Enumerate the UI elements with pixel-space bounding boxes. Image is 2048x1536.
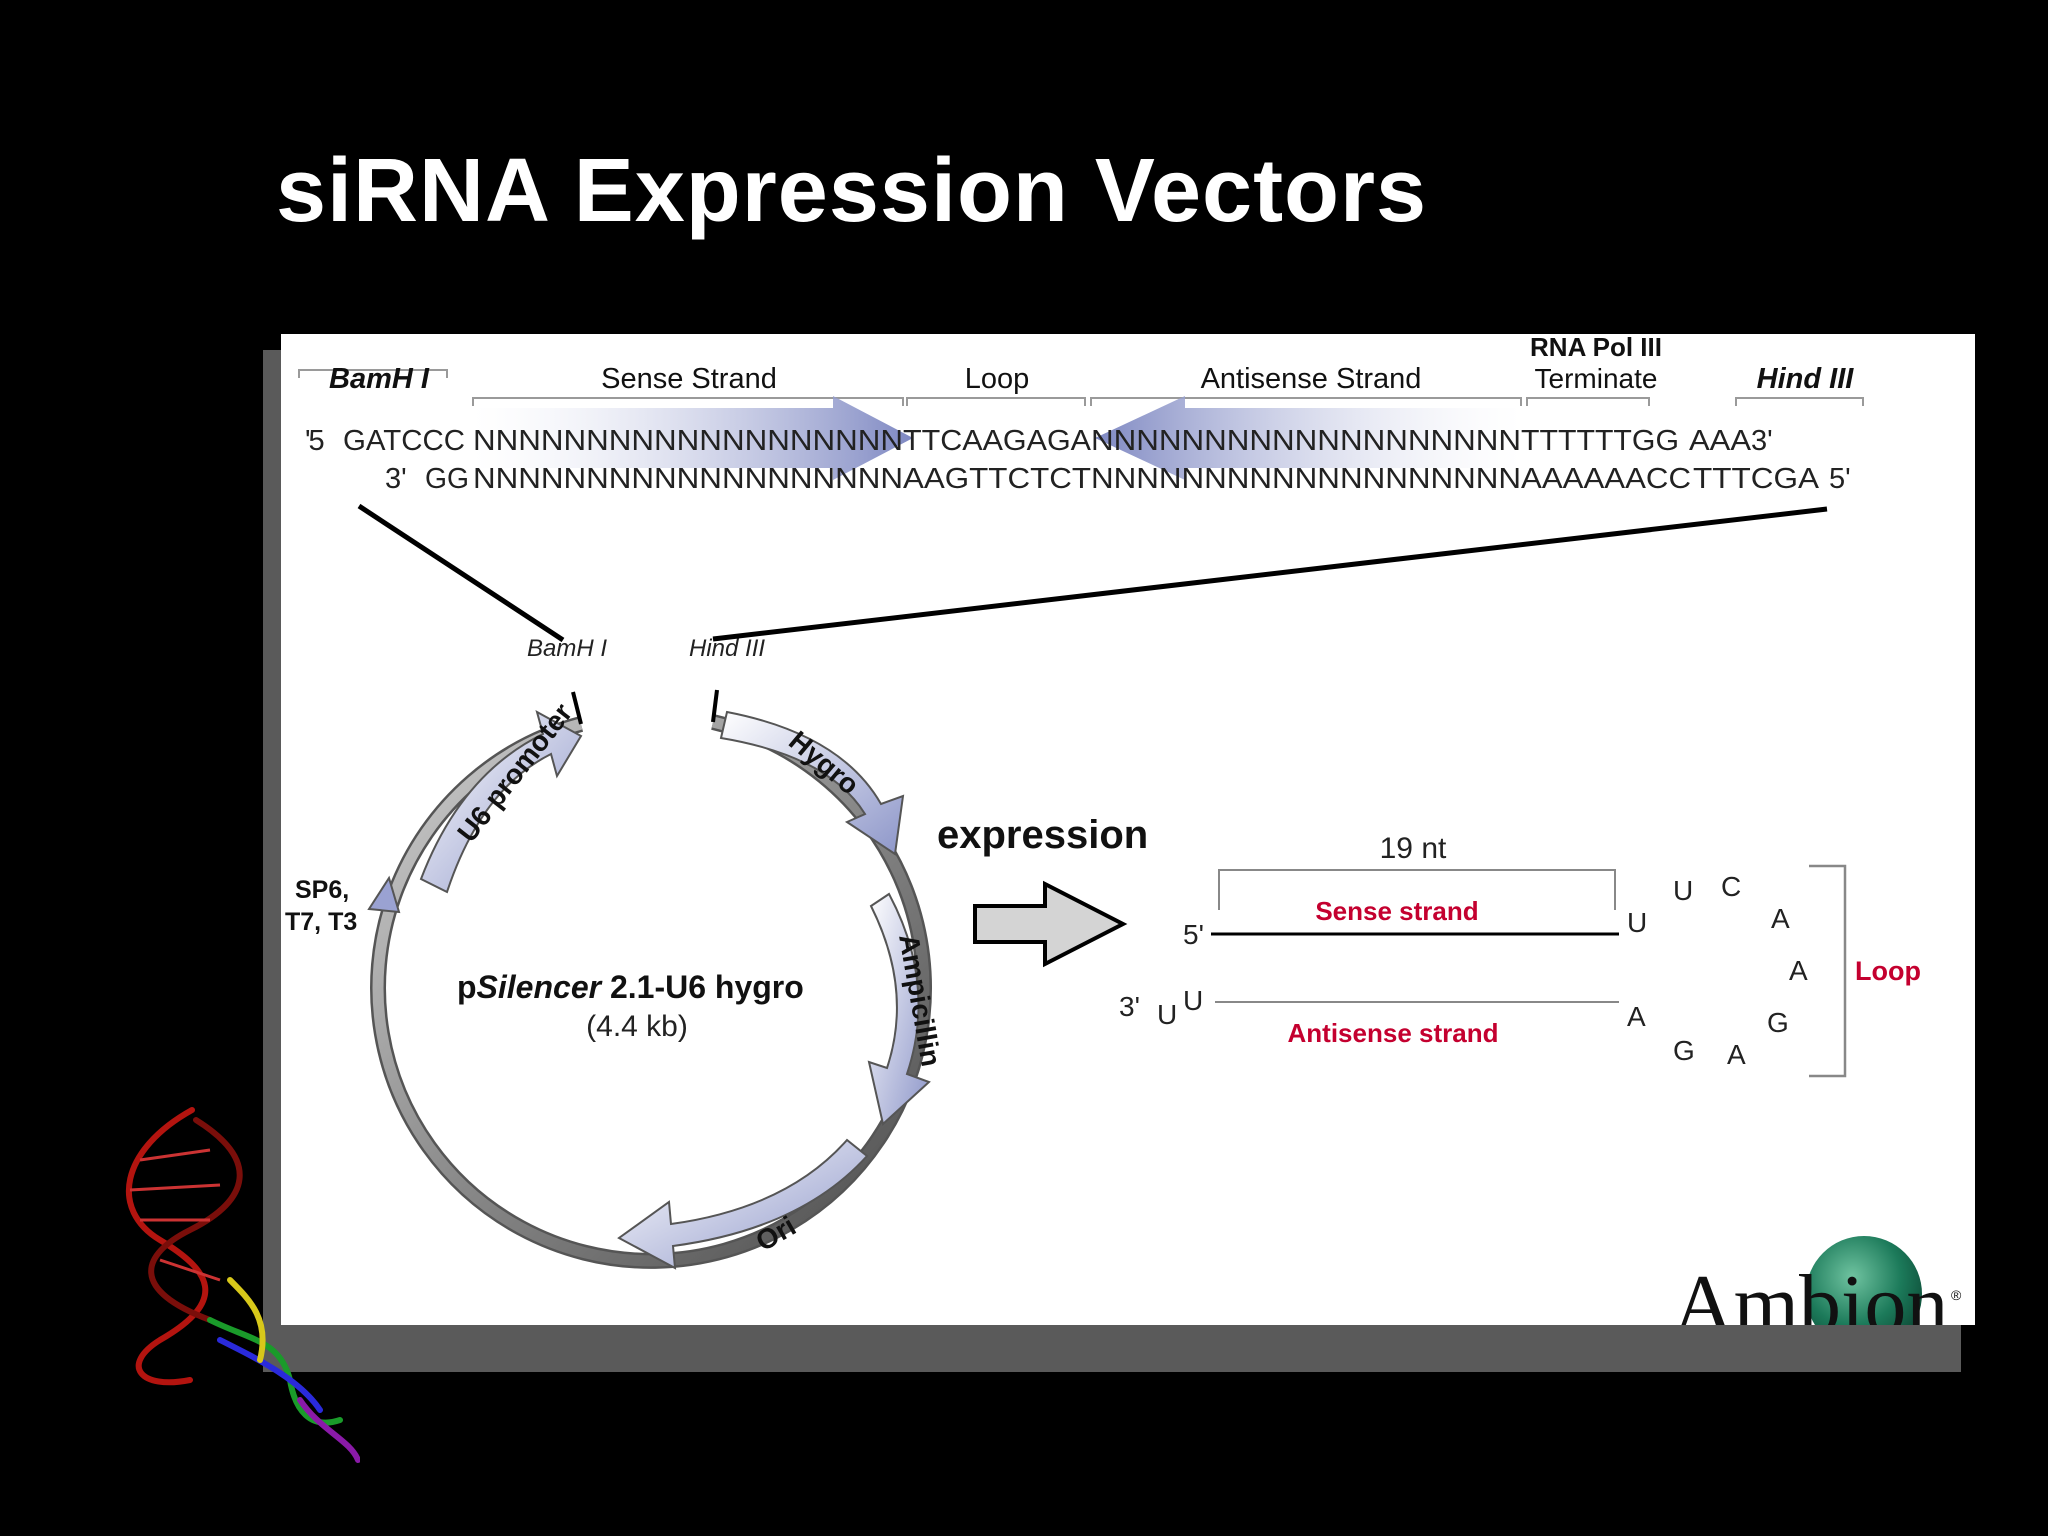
ambion-logo-text: Ambion [1673, 1258, 1948, 1325]
top-strand-loop: TTCAAGAGA [903, 425, 1092, 457]
expression-arrow-icon [973, 880, 1128, 968]
loop-base-9: A [1627, 1001, 1646, 1032]
top-strand-terminator: TTTTTTGG [1521, 425, 1679, 457]
top-strand-5-end: 5' [305, 425, 325, 457]
hygro-feature [719, 710, 905, 856]
antisense-strand-label: Antisense strand [1288, 1018, 1499, 1048]
bamh1-site-tick [571, 691, 583, 725]
length-label: 19 nt [1380, 832, 1447, 865]
loop-base-6: G [1767, 1007, 1789, 1038]
bottom-strand-terminator: AAAAAACC [1521, 463, 1691, 495]
bottom-strand-hind3: TTTCGA [1693, 463, 1820, 495]
promoter-label-line2: T7, T3 [285, 908, 357, 936]
header-hind3: Hind III [1757, 363, 1855, 395]
antisense-arrow [1095, 396, 1521, 480]
dna-helix-icon [125, 1107, 360, 1463]
plasmid-name: pSilencer 2.1-U6 hygro [457, 969, 804, 1005]
ampicillin-feature [867, 892, 931, 1126]
sense-strand-label: Sense strand [1315, 896, 1478, 926]
loop-base-5: A [1789, 955, 1808, 986]
header-sense-strand: Sense Strand [601, 363, 777, 395]
top-strand-3-end: 3' [1751, 425, 1773, 457]
header-antisense-strand: Antisense Strand [1201, 363, 1422, 395]
bottom-strand-antisense: NNNNNNNNNNNNNNNNNNN [1091, 463, 1521, 495]
figure-panel: BamH I Sense Strand Loop Antisense Stran… [281, 334, 1975, 1325]
hairpin-3-end: 3' [1119, 991, 1140, 1022]
loop-base-7: A [1727, 1039, 1746, 1070]
loop-base-3: C [1721, 871, 1741, 902]
sp6-t7-t3-marker [367, 875, 401, 914]
length-bracket [1218, 869, 1616, 910]
bottom-strand-3-end: 3' [385, 463, 407, 495]
overhang-base-2: U [1183, 985, 1203, 1016]
zoom-line-right [712, 506, 1828, 642]
ambion-logo: Ambion ® [1673, 1236, 1962, 1325]
loop-base-8: G [1673, 1035, 1695, 1066]
sense-arrow [473, 396, 913, 480]
plasmid-map: U6 promoter Hygro Ampicillin Ori BamH I … [285, 635, 947, 1270]
insert-headers [298, 369, 1864, 406]
plasmid-ring [372, 716, 930, 1267]
top-strand-antisense: NNNNNNNNNNNNNNNNNNN [1091, 425, 1521, 457]
bottom-strand-bamh1: GG [425, 463, 469, 495]
loop-base-1: U [1627, 907, 1647, 938]
promoter-label-line1: SP6, [295, 876, 349, 904]
zoom-line-left [357, 503, 565, 643]
plasmid-site-hind3: Hind III [689, 635, 765, 662]
u6-promoter-feature [419, 709, 583, 894]
slide-title: siRNA Expression Vectors [276, 141, 1428, 241]
header-loop: Loop [965, 363, 1030, 395]
figure-diagram: BamH I Sense Strand Loop Antisense Stran… [285, 334, 1962, 1325]
hairpin-5-end: 5' [1183, 919, 1204, 950]
header-rna-pol-iii: RNA Pol III [1530, 334, 1662, 362]
loop-base-2: U [1673, 875, 1693, 906]
expression-label: expression [937, 813, 1148, 857]
header-terminate: Terminate [1535, 363, 1658, 394]
loop-label: Loop [1855, 956, 1921, 986]
plasmid-size: (4.4 kb) [586, 1010, 688, 1043]
hind3-site-tick [711, 689, 719, 723]
top-strand-sense: NNNNNNNNNNNNNNNNNNN [473, 425, 903, 457]
loop-base-4: A [1771, 903, 1790, 934]
top-strand-hind3: AAA [1689, 425, 1752, 457]
bottom-strand-sense: NNNNNNNNNNNNNNNNNNN [473, 463, 903, 495]
ori-feature [617, 1138, 869, 1270]
plasmid-site-bamh1: BamH I [527, 635, 607, 662]
bottom-strand-loop: AAGTTCTCT [903, 463, 1091, 495]
ambion-registered-mark: ® [1951, 1287, 1962, 1303]
top-strand-bamh1: GATCCC [343, 425, 465, 457]
header-bamh1: BamH I [329, 363, 430, 395]
bottom-strand-5-end: 5' [1829, 463, 1851, 495]
loop-bracket [1809, 864, 1847, 1078]
hairpin-diagram: 19 nt Sense strand Antisense strand 5' 3… [1119, 832, 1921, 1078]
ambion-globe-icon [1806, 1236, 1922, 1325]
overhang-base-1: U [1157, 999, 1177, 1030]
